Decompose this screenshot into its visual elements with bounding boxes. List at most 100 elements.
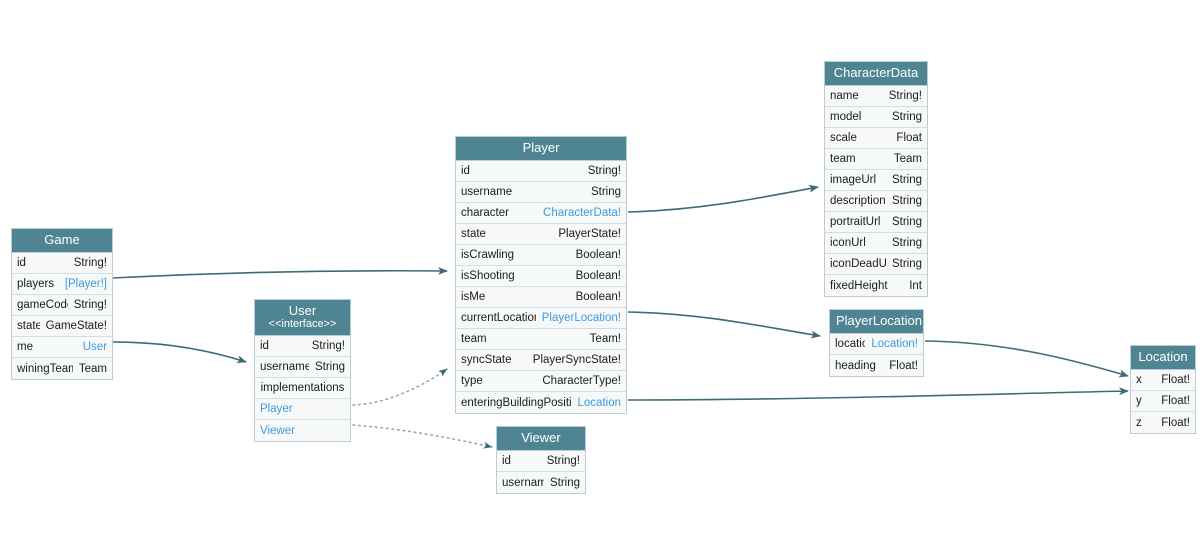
entity-player-title: Player <box>456 137 626 161</box>
field-name: iconUrl <box>830 237 866 249</box>
field-name: scale <box>830 132 857 144</box>
implementation-name[interactable]: Player <box>260 403 293 415</box>
entity-viewer[interactable]: Viewer id String! username String <box>496 426 586 494</box>
field-row[interactable]: isMe Boolean! <box>456 287 626 308</box>
field-row[interactable]: id String! <box>255 336 350 357</box>
field-name: model <box>830 111 862 123</box>
edge-player-enteringbuildingposition-to-location <box>627 387 1129 401</box>
edge-playerlocation-location-to-location <box>924 340 1129 378</box>
field-row[interactable]: team Team <box>825 149 927 170</box>
field-type: String <box>891 111 922 123</box>
entity-user[interactable]: User <<interface>> id String! username S… <box>254 299 351 442</box>
edge-game-me-to-user <box>112 341 247 364</box>
field-row[interactable]: id String! <box>12 253 112 274</box>
field-row[interactable]: fixedHeight Int <box>825 275 927 296</box>
field-row[interactable]: description String <box>825 191 927 212</box>
field-name: players <box>17 278 55 290</box>
field-type: String! <box>888 90 922 102</box>
field-type: Float <box>896 132 922 144</box>
entity-game[interactable]: Game id String! players [Player!] gameCo… <box>11 228 113 380</box>
field-row[interactable]: portraitUrl String <box>825 212 927 233</box>
field-row[interactable]: iconDeadUrl String <box>825 254 927 275</box>
field-row[interactable]: state GameState! <box>12 316 112 337</box>
entity-playerlocation-title: PlayerLocation <box>830 310 923 334</box>
field-row[interactable]: imageUrl String <box>825 170 927 191</box>
field-type: String <box>590 186 621 198</box>
field-row[interactable]: gameCode String! <box>12 295 112 316</box>
field-row[interactable]: id String! <box>456 161 626 182</box>
entity-location[interactable]: Location x Float! y Float! z Float! <box>1130 345 1196 434</box>
field-name: location <box>835 338 865 350</box>
field-name: username <box>461 186 513 198</box>
field-row[interactable]: heading Float! <box>830 355 923 376</box>
field-type: Float! <box>1161 374 1190 386</box>
entity-location-title: Location <box>1131 346 1195 370</box>
field-type: String <box>891 216 922 228</box>
field-row[interactable]: me User <box>12 337 112 358</box>
field-row[interactable]: currentLocation PlayerLocation! <box>456 308 626 329</box>
field-name: currentLocation <box>461 312 536 324</box>
field-row[interactable]: x Float! <box>1131 370 1195 391</box>
field-type: String! <box>546 455 580 467</box>
field-name: winingTeam <box>17 362 73 375</box>
implementation-row-viewer[interactable]: Viewer <box>255 420 350 441</box>
edge-player-character-to-characterdata <box>627 184 819 213</box>
entity-characterdata-title: CharacterData <box>825 62 927 86</box>
entity-player[interactable]: Player id String! username String charac… <box>455 136 627 414</box>
field-row[interactable]: character CharacterData! <box>456 203 626 224</box>
field-row[interactable]: isShooting Boolean! <box>456 266 626 287</box>
field-name: description <box>830 195 886 207</box>
field-row[interactable]: username String <box>255 357 350 378</box>
field-name: type <box>461 375 483 387</box>
implementation-row-player[interactable]: Player <box>255 399 350 420</box>
field-row[interactable]: isCrawling Boolean! <box>456 245 626 266</box>
field-type[interactable]: PlayerLocation! <box>541 312 621 324</box>
field-type: String! <box>587 165 621 177</box>
edge-user-implements-player <box>352 368 448 406</box>
entity-characterdata[interactable]: CharacterData name String! model String … <box>824 61 928 297</box>
field-type[interactable]: Location! <box>871 338 918 350</box>
field-row[interactable]: winingTeam Team <box>12 358 112 379</box>
field-name: id <box>461 165 470 177</box>
field-name: portraitUrl <box>830 216 881 228</box>
entity-playerlocation[interactable]: PlayerLocation location Location! headin… <box>829 309 924 377</box>
field-row[interactable]: id String! <box>497 451 585 472</box>
field-row[interactable]: username String <box>497 472 585 493</box>
field-type: String <box>549 476 580 489</box>
field-type[interactable]: CharacterData! <box>543 207 621 219</box>
field-type[interactable]: [Player!] <box>64 278 107 290</box>
field-type: CharacterType! <box>542 375 621 387</box>
entity-user-title: User <<interface>> <box>255 300 350 336</box>
field-row[interactable]: scale Float <box>825 128 927 149</box>
edge-user-implements-viewer <box>352 424 493 449</box>
field-type: Int <box>909 279 922 292</box>
entity-viewer-title: Viewer <box>497 427 585 451</box>
field-type[interactable]: Location <box>577 396 621 409</box>
field-type[interactable]: User <box>82 341 107 353</box>
field-name: id <box>502 455 511 467</box>
field-type: String! <box>73 299 107 311</box>
field-type: PlayerState! <box>558 228 621 240</box>
implementation-name[interactable]: Viewer <box>260 424 295 437</box>
field-row[interactable]: players [Player!] <box>12 274 112 295</box>
field-row[interactable]: type CharacterType! <box>456 371 626 392</box>
field-row[interactable]: name String! <box>825 86 927 107</box>
field-row[interactable]: username String <box>456 182 626 203</box>
field-row[interactable]: location Location! <box>830 334 923 355</box>
field-row[interactable]: iconUrl String <box>825 233 927 254</box>
field-type: String <box>891 174 922 186</box>
field-row[interactable]: model String <box>825 107 927 128</box>
field-row[interactable]: state PlayerState! <box>456 224 626 245</box>
field-name: iconDeadUrl <box>830 258 886 270</box>
field-row[interactable]: z Float! <box>1131 412 1195 433</box>
field-row[interactable]: team Team! <box>456 329 626 350</box>
field-name: enteringBuildingPosition <box>461 396 572 409</box>
field-name: character <box>461 207 509 219</box>
implementations-header: implementations <box>255 378 350 399</box>
field-row[interactable]: enteringBuildingPosition Location <box>456 392 626 413</box>
field-row[interactable]: y Float! <box>1131 391 1195 412</box>
field-type: String! <box>73 257 107 269</box>
field-type: Team <box>893 153 922 165</box>
field-name: heading <box>835 359 876 372</box>
field-row[interactable]: syncState PlayerSyncState! <box>456 350 626 371</box>
